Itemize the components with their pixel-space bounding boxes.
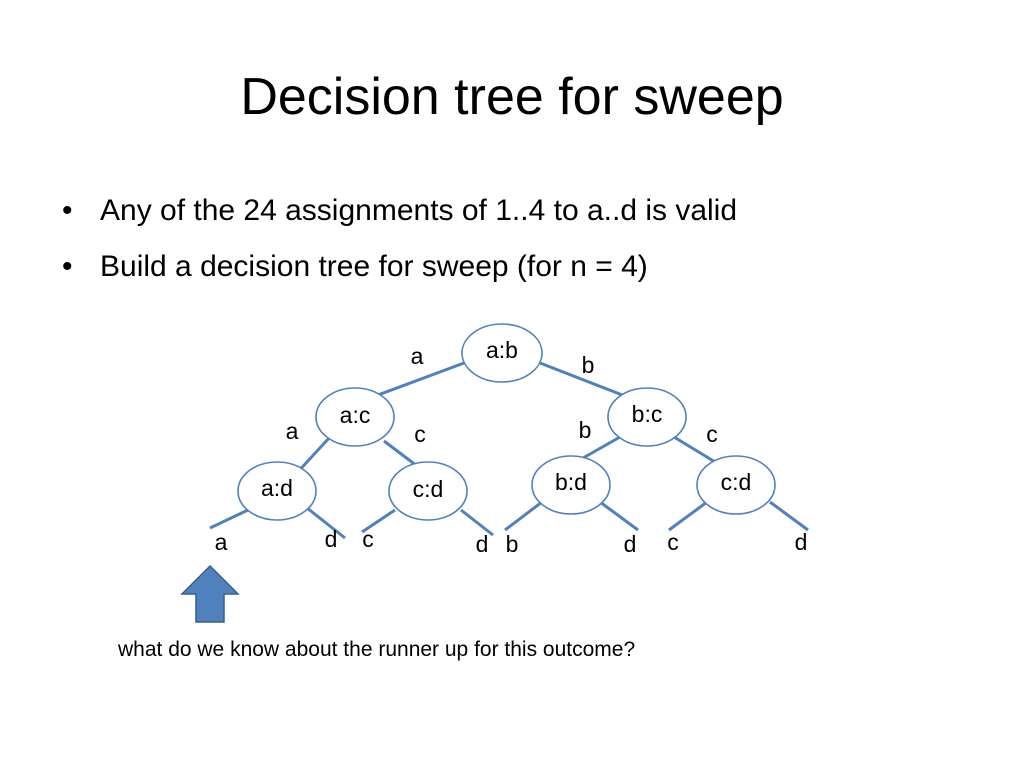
- edge-root-right: [539, 361, 631, 400]
- bullet-text: Build a decision tree for sweep (for n =…: [100, 250, 648, 283]
- edge-ll-right: [306, 506, 346, 540]
- question-text: what do we know about the runner up for …: [118, 638, 636, 661]
- edge-label: a: [286, 418, 299, 444]
- node-label: b:d: [555, 469, 587, 495]
- edge-rr-left: [668, 500, 708, 532]
- node-label: a:b: [486, 337, 518, 363]
- bullet-dot: •: [62, 194, 73, 227]
- slide-title: Decision tree for sweep: [240, 68, 784, 126]
- node-label: a:c: [340, 402, 371, 428]
- edge-label: c: [706, 421, 718, 447]
- tree-node-left-right: c:d: [388, 461, 468, 521]
- up-arrow-icon: [180, 564, 240, 623]
- edge-rr-right: [769, 500, 809, 532]
- node-label: c:d: [413, 476, 444, 502]
- node-label: c:d: [721, 469, 752, 495]
- node-label: a:d: [261, 475, 293, 501]
- edge-rl-right: [599, 500, 639, 532]
- edge-label: d: [476, 531, 489, 557]
- bullet-text: Any of the 24 assignments of 1..4 to a..…: [100, 194, 738, 227]
- edge-label: c: [414, 421, 426, 447]
- edge-label: b: [506, 531, 519, 557]
- edge-label: a: [411, 343, 424, 369]
- edge-label: c: [362, 526, 374, 552]
- edge-label: d: [624, 531, 637, 557]
- edge-ll-left: [209, 508, 249, 530]
- edge-label: d: [795, 529, 808, 555]
- tree-node-root: a:b: [461, 323, 543, 383]
- edge-root-left: [369, 361, 465, 400]
- tree-node-right-left: b:d: [531, 455, 611, 515]
- edge-lr-left: [361, 508, 396, 534]
- bullet-item: • Build a decision tree for sweep (for n…: [62, 244, 737, 300]
- tree-node-right-right: c:d: [696, 455, 776, 515]
- edge-rl-left: [504, 500, 543, 532]
- tree-node-right: b:c: [607, 387, 687, 447]
- bullet-item: • Any of the 24 assignments of 1..4 to a…: [62, 188, 737, 244]
- edge-label: b: [582, 352, 595, 378]
- node-label: b:c: [632, 401, 663, 427]
- edge-label: b: [579, 417, 592, 443]
- tree-node-left: a:c: [315, 387, 395, 447]
- edge-lr-right: [460, 508, 494, 537]
- bullet-dot: •: [62, 250, 73, 283]
- edge-label: c: [667, 529, 679, 555]
- tree-node-left-left: a:d: [237, 461, 317, 521]
- edge-label: d: [325, 526, 338, 552]
- edge-label: a: [215, 529, 228, 555]
- bullet-list: • Any of the 24 assignments of 1..4 to a…: [62, 188, 737, 300]
